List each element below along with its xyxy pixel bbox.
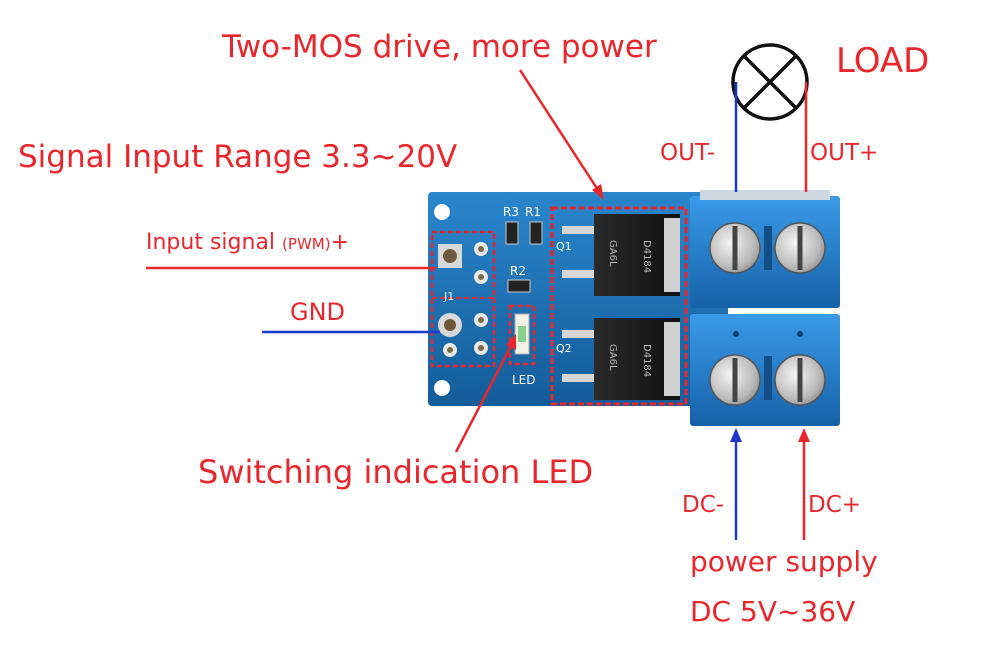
label-load: LOAD — [836, 41, 930, 81]
label-dc-minus: DC- — [682, 492, 725, 518]
label-signal-range: Signal Input Range 3.3~20V — [18, 139, 458, 175]
label-out-plus: OUT+ — [810, 140, 879, 166]
silk-r2: R2 — [510, 264, 526, 278]
silk-mos-top-code: D4184 — [641, 240, 652, 273]
silk-j1: J1 — [443, 290, 454, 303]
mounting-hole-icon — [434, 380, 450, 396]
label-input-signal-pwm: (PWM) — [282, 235, 331, 253]
mosfet-frame — [550, 206, 688, 406]
arrow-led — [454, 343, 514, 453]
label-dc-range: DC 5V~36V — [690, 595, 856, 628]
label-input-signal-plus: + — [330, 230, 350, 255]
silk-q1: Q1 — [556, 240, 572, 253]
mounting-hole-icon — [434, 204, 450, 220]
silk-r3: R3 — [503, 205, 519, 219]
header-pins — [438, 242, 488, 357]
silk-led: LED — [512, 373, 536, 387]
silk-mos-bottom-lot: GA6L — [607, 344, 618, 371]
label-input-signal: Input signal (PWM)+ — [146, 232, 349, 254]
led-frame — [508, 304, 536, 366]
mosfet-q2 — [562, 318, 680, 400]
silk-mos-top-lot: GA6L — [607, 240, 618, 267]
terminal-block-power — [690, 314, 840, 426]
resistor-r3 — [505, 221, 519, 245]
resistor-r1 — [529, 221, 543, 245]
terminal-block-output — [690, 190, 840, 308]
load-lamp-icon — [731, 43, 809, 121]
mosfet-q1 — [562, 214, 680, 296]
label-two-mos: Two-MOS drive, more power — [222, 29, 657, 65]
silk-r1: R1 — [525, 205, 541, 219]
label-gnd: GND — [290, 298, 346, 326]
silk-q2: Q2 — [556, 342, 572, 355]
arrow-two-mos — [518, 69, 600, 191]
label-out-minus: OUT- — [660, 140, 716, 166]
resistor-r2 — [507, 279, 531, 293]
label-power-supply: power supply — [690, 545, 878, 578]
silk-mos-bottom-code: D4184 — [641, 344, 652, 377]
label-dc-plus: DC+ — [808, 492, 862, 518]
label-input-signal-text: Input signal — [146, 230, 276, 255]
label-switching-led: Switching indication LED — [198, 453, 594, 491]
